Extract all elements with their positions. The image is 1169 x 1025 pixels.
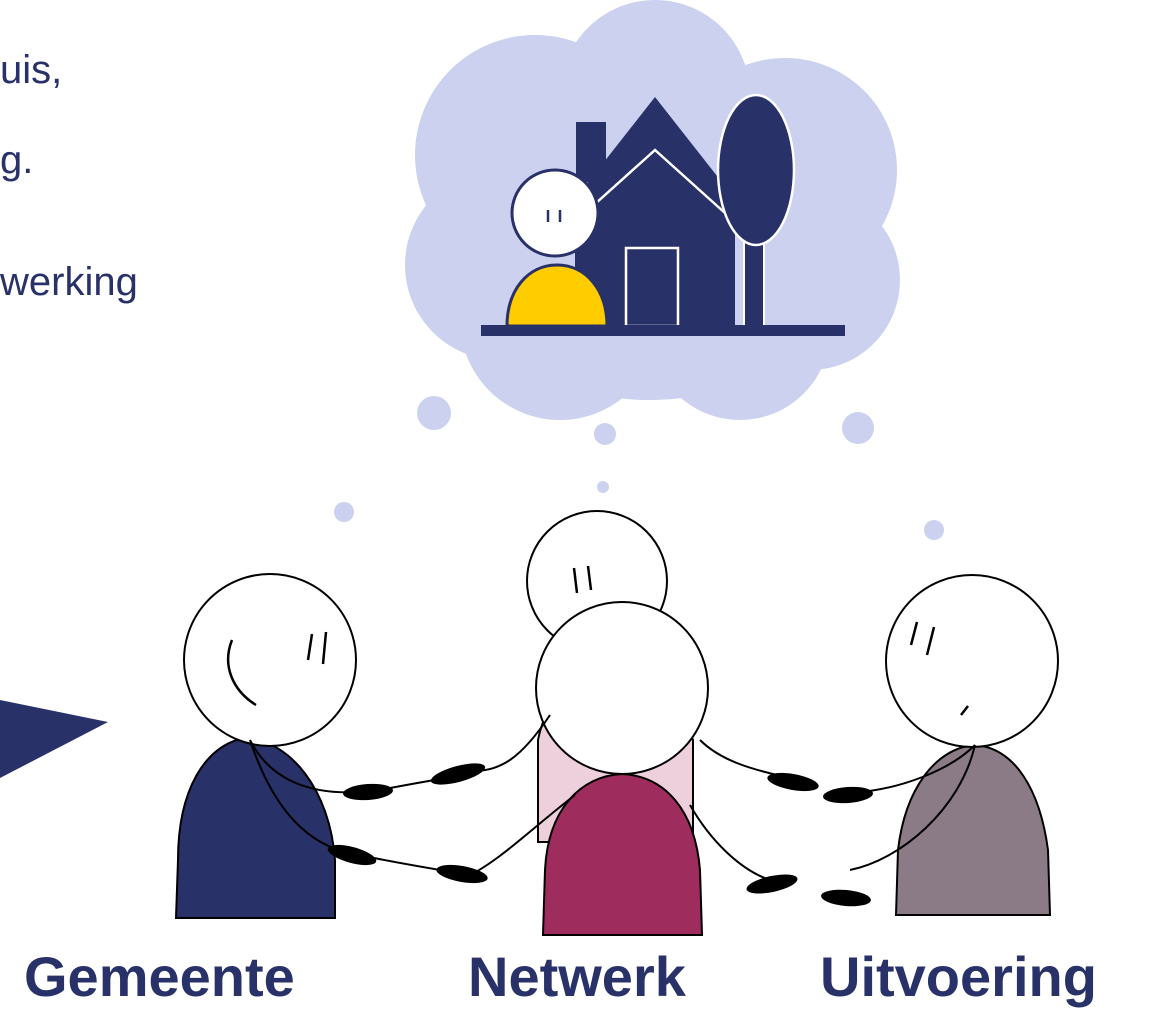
thought-bubble — [842, 412, 874, 444]
label-uitvoering: Uitvoering — [820, 945, 1097, 1008]
speech-pointer-shape — [0, 700, 108, 778]
arms — [249, 714, 976, 881]
thought-bubble — [597, 481, 609, 493]
person-netwerk — [535, 601, 709, 936]
text-line-2: g. — [0, 138, 34, 182]
text-line-1: uis, — [0, 48, 63, 92]
hands — [327, 763, 873, 907]
thought-bubble — [334, 502, 354, 522]
house-icon — [560, 97, 750, 328]
person-uitvoering — [885, 574, 1059, 916]
ground-line — [481, 325, 845, 336]
thought-bubble — [924, 520, 944, 540]
thought-bubble — [417, 396, 451, 430]
tree-icon — [716, 93, 796, 327]
person-gemeente — [174, 573, 357, 919]
label-gemeente: Gemeente — [24, 945, 295, 1008]
text-line-3: werking — [0, 260, 138, 304]
thought-bubble — [594, 423, 616, 445]
label-netwerk: Netwerk — [468, 945, 686, 1008]
small-person-icon — [505, 168, 609, 328]
